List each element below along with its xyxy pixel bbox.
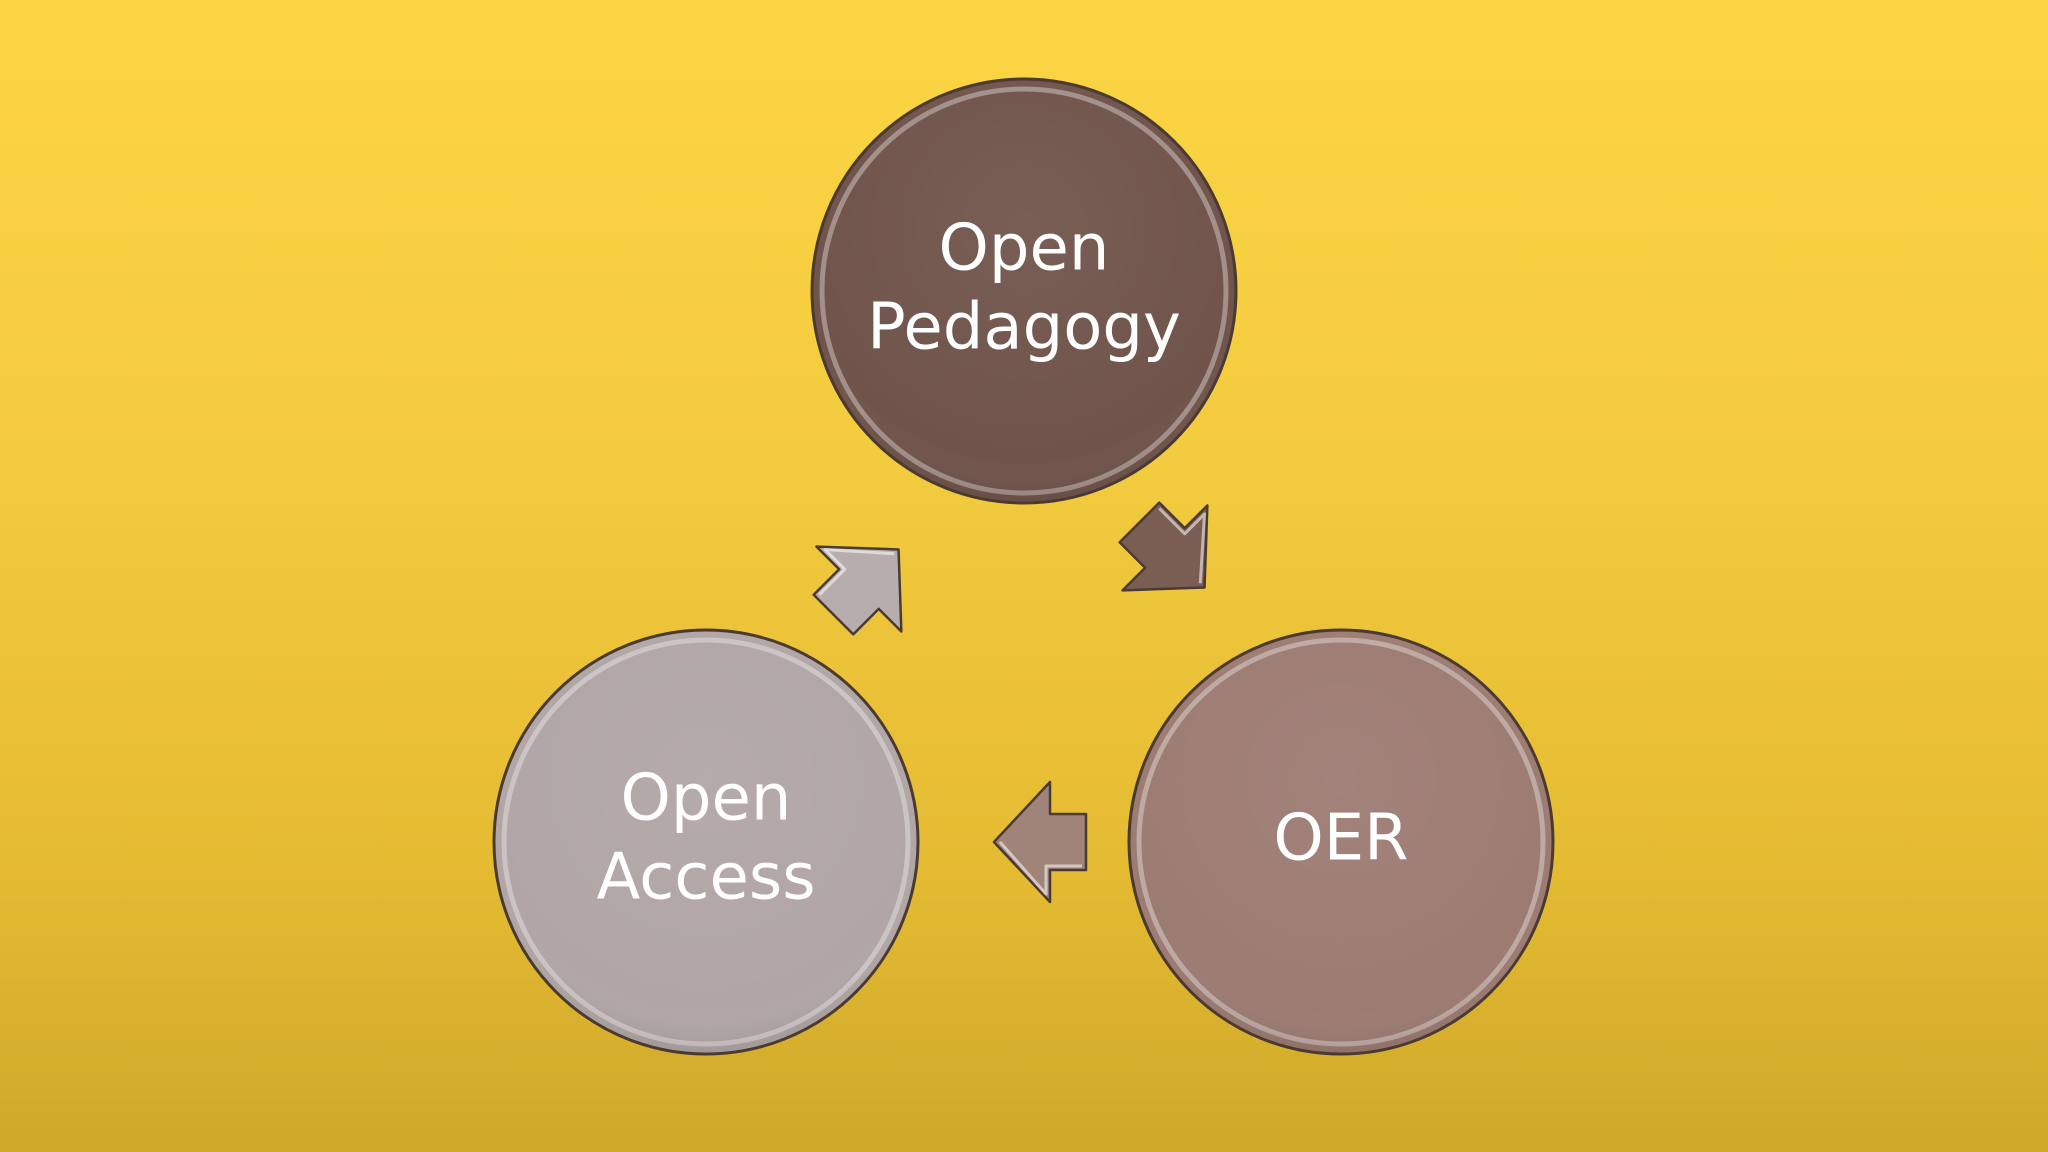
node-open-access-line-2: Access — [596, 841, 815, 915]
arrow-access-to-pedagogy — [812, 545, 903, 636]
arrow-pedagogy-to-oer — [1118, 501, 1209, 592]
arrow-access-to-pedagogy-highlight — [818, 547, 895, 596]
arrow-oer-to-access — [992, 780, 1088, 904]
node-open-pedagogy-line-1: Open — [939, 212, 1110, 286]
node-open-pedagogy-gloss — [814, 81, 1234, 501]
node-open-access-line-1: Open — [621, 762, 792, 836]
node-oer-gloss — [1131, 632, 1551, 1052]
arrow-pedagogy-to-oer-highlight — [1158, 507, 1207, 584]
node-open-access: Open Access — [492, 628, 920, 1056]
arrow-oer-to-access-shape — [992, 780, 1088, 904]
arrow-pedagogy-to-oer-shape — [1118, 501, 1209, 592]
node-open-pedagogy: Open Pedagogy — [810, 77, 1238, 505]
node-oer-line-1: OER — [1273, 802, 1408, 876]
arrow-access-to-pedagogy-shape — [812, 545, 903, 636]
node-open-pedagogy-line-2: Pedagogy — [867, 291, 1181, 365]
node-oer: OER — [1127, 628, 1555, 1056]
arrow-oer-to-access-highlight — [998, 841, 1082, 896]
node-open-access-gloss — [496, 632, 916, 1052]
